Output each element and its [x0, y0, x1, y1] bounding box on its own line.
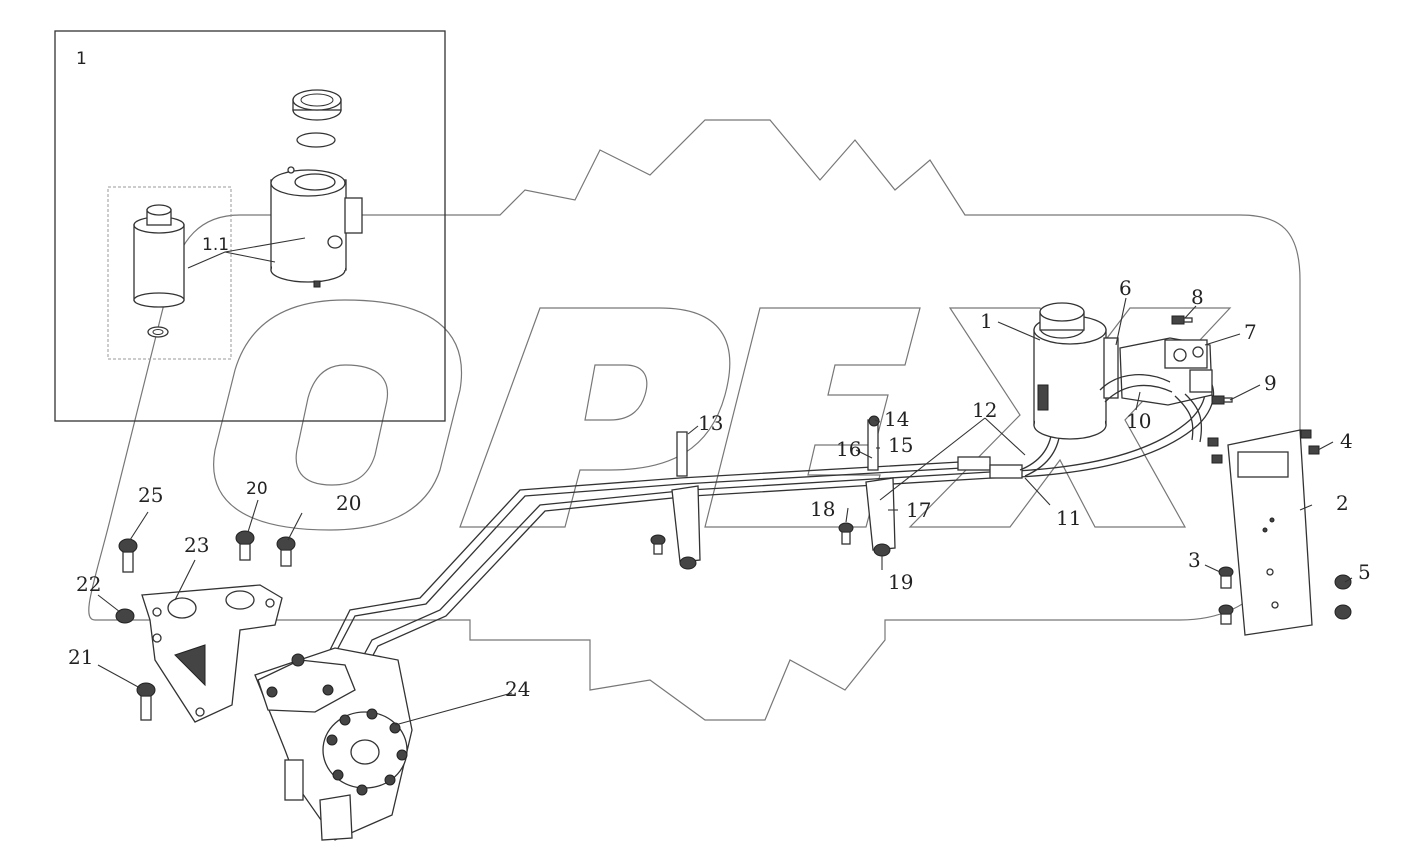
- callout-11: 11: [1056, 506, 1081, 530]
- bolt-20-right: [276, 536, 296, 567]
- bolt-25: [118, 538, 138, 573]
- callout-2: 2: [1336, 491, 1349, 515]
- inset-label: 1: [76, 49, 87, 69]
- reservoir-detail-inset: 1: [54, 30, 446, 422]
- pipe-clamp-right: [838, 415, 896, 557]
- steering-gear-bracket: [141, 584, 283, 723]
- callout-21: 21: [68, 645, 93, 669]
- callout-labels: 1 2 3 4 5 6 7 8 9 10 11 12 13 14 15 16 1…: [68, 276, 1371, 701]
- callout-4: 4: [1340, 429, 1353, 453]
- callout-18: 18: [810, 497, 835, 521]
- bolt-9: [1211, 395, 1233, 405]
- callout-20-left: 20: [246, 479, 268, 499]
- power-steering-gear: [254, 647, 413, 841]
- reservoir-cap: [292, 89, 342, 121]
- callout-25: 25: [138, 483, 163, 507]
- nut-5: [1334, 574, 1352, 620]
- callout-1-1: 1.1: [202, 235, 229, 255]
- callout-14: 14: [884, 407, 909, 431]
- bolt-21: [136, 682, 156, 721]
- reservoir-body-detail: [270, 166, 363, 288]
- callout-19: 19: [888, 570, 913, 594]
- pressure-valve-block: [1099, 337, 1213, 443]
- leader-lines: [97, 297, 1353, 726]
- nut-22: [115, 608, 135, 624]
- callout-22: 22: [76, 572, 101, 596]
- callout-13: 13: [698, 411, 723, 435]
- bolt-20-left: [235, 530, 255, 561]
- callout-16: 16: [836, 437, 861, 461]
- callout-9: 9: [1264, 371, 1277, 395]
- callout-12: 12: [972, 398, 997, 422]
- bracket-bolt-4: [1207, 429, 1320, 464]
- reservoir-bracket: [1227, 429, 1313, 636]
- cap-gasket: [296, 132, 336, 148]
- callout-6: 6: [1119, 276, 1132, 300]
- pipe-clamp-left: [650, 431, 701, 570]
- callout-8: 8: [1191, 285, 1204, 309]
- oil-reservoir: [1033, 302, 1119, 440]
- bolt-8: [1171, 315, 1193, 325]
- bolt-3: [1218, 566, 1234, 625]
- callout-5: 5: [1358, 560, 1371, 584]
- callout-17: 17: [906, 498, 931, 522]
- callout-24: 24: [505, 677, 530, 701]
- callout-10: 10: [1126, 409, 1151, 433]
- callout-7: 7: [1244, 320, 1257, 344]
- callout-20-right: 20: [336, 491, 361, 515]
- callout-15: 15: [888, 433, 913, 457]
- callout-3: 3: [1188, 548, 1201, 572]
- callout-23: 23: [184, 533, 209, 557]
- callout-1: 1: [980, 309, 993, 333]
- filter-element: [133, 204, 185, 338]
- filter-element-box: [107, 186, 232, 360]
